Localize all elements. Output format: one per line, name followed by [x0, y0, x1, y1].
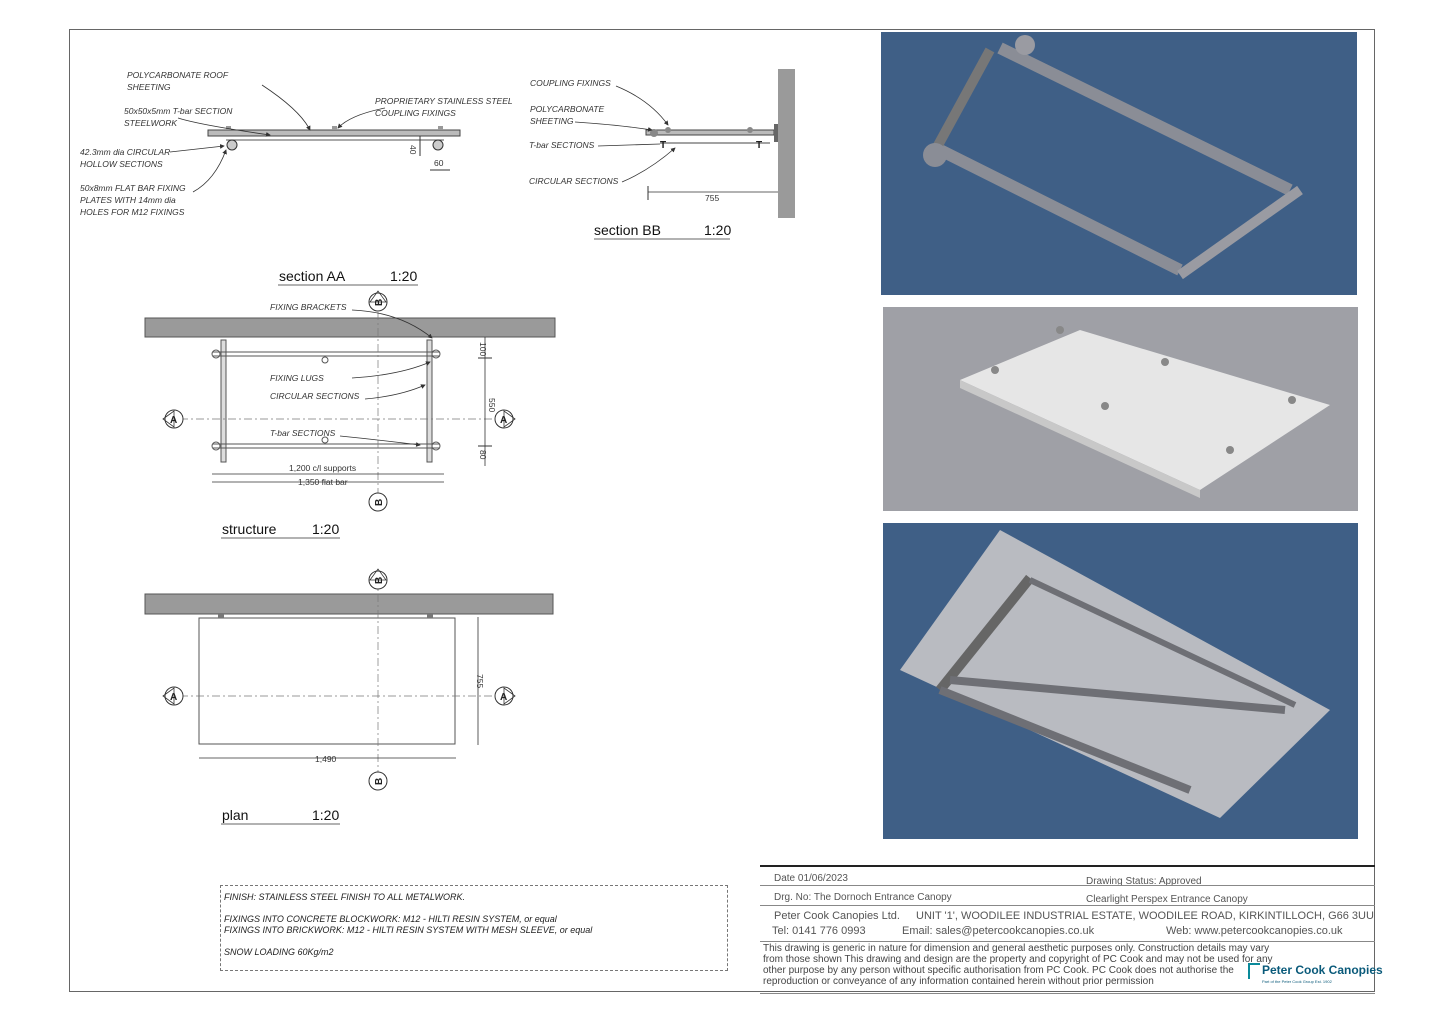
bb-label-9: PLATES WITH 14mm dia: [80, 195, 176, 205]
bb-label-5: COUPLING FIXINGS: [375, 108, 456, 118]
logo-icon: [1248, 963, 1260, 979]
bb-label-1: SHEETING: [127, 82, 171, 92]
side-label-0: COUPLING FIXINGS: [530, 78, 611, 88]
marker-a-right-structure: A: [494, 409, 516, 429]
side-label-1: POLYCARBONATE: [530, 104, 604, 114]
drawing-frame: [69, 29, 1375, 992]
structure-drawing: FIXING BRACKETS FIXING LUGS CIRCULAR SEC…: [144, 296, 556, 539]
logo-text: Peter Cook Canopies: [1262, 963, 1383, 978]
svg-text:B: B: [374, 499, 385, 506]
plan-drawing: 755 1,490 plan 1:20: [144, 578, 554, 825]
structure-dim-80: 80: [478, 450, 488, 460]
render-frame-underside: [881, 32, 1357, 295]
section-bb-scale: 1:20: [704, 222, 731, 238]
structure-dim-1350: 1,350 flat bar: [298, 477, 348, 487]
company-address: UNIT '1', WOODILEE INDUSTRIAL ESTATE, WO…: [916, 910, 1374, 922]
note-line: FIXINGS INTO CONCRETE BLOCKWORK: M12 - H…: [224, 914, 557, 924]
title-block: Date 01/06/2023 Drawing Status: Approved…: [760, 865, 1375, 994]
plan-dim-1490: 1,490: [315, 754, 337, 764]
title-row-date: Date 01/06/2023 Drawing Status: Approved: [760, 865, 1375, 887]
svg-text:A: A: [500, 692, 507, 703]
tbar-symbol-left: T: [660, 140, 666, 151]
side-dim-755: 755: [705, 193, 719, 203]
marker-b-top-structure: B: [368, 290, 388, 312]
svg-text:B: B: [374, 778, 385, 785]
company-logo: Peter Cook Canopies Part of the Peter Co…: [1248, 963, 1383, 984]
structure-scale: 1:20: [312, 521, 339, 537]
note-line: [224, 903, 724, 914]
section-markers: B B A A B B A A: [162, 290, 516, 791]
marker-b-bottom-structure: B: [368, 492, 388, 512]
disclaimer-line: reproduction or conveyance of any inform…: [763, 976, 1154, 987]
marker-b-top-plan: B: [368, 568, 388, 590]
note-line: SNOW LOADING 60Kg/m2: [224, 947, 334, 957]
render-canopy-top: [883, 307, 1358, 511]
marker-a-left-plan: A: [162, 686, 184, 706]
side-label-4: CIRCULAR SECTIONS: [529, 176, 619, 186]
disclaimer-line: This drawing is generic in nature for di…: [763, 943, 1270, 954]
notes-box: FINISH: STAINLESS STEEL FINISH TO ALL ME…: [220, 885, 728, 971]
structure-label-3: T-bar SECTIONS: [270, 428, 336, 438]
disclaimer-line: from those shown This drawing and design…: [763, 954, 1273, 965]
svg-text:B: B: [374, 577, 385, 584]
tbar-symbol-right: T: [756, 140, 762, 151]
bb-label-10: HOLES FOR M12 FIXINGS: [80, 207, 185, 217]
section-bb-drawing: POLYCARBONATE ROOF SHEETING 50x50x5mm T-…: [80, 70, 513, 217]
company-name: Peter Cook Canopies Ltd.: [774, 910, 900, 922]
bb-label-3: STEELWORK: [124, 118, 177, 128]
svg-text:B: B: [374, 299, 385, 306]
bb-label-0: POLYCARBONATE ROOF: [127, 70, 229, 80]
title-row-company: Peter Cook Canopies Ltd. UNIT '1', WOODI…: [760, 905, 1375, 942]
bb-label-8: 50x8mm FLAT BAR FIXING: [80, 183, 186, 193]
section-bb-title: section BB: [594, 222, 661, 238]
structure-dim-100: 100: [478, 342, 488, 356]
drawing-status: Drawing Status: Approved: [1086, 876, 1202, 887]
logo-subtitle: Part of the Peter Cook Group Est. 1902: [1262, 979, 1332, 984]
bb-dim-60: 60: [434, 158, 444, 168]
plan-dim-755: 755: [475, 674, 485, 688]
title-row-disclaimer: This drawing is generic in nature for di…: [760, 941, 1375, 994]
marker-a-right-plan: A: [494, 686, 516, 706]
structure-label-2: CIRCULAR SECTIONS: [270, 391, 360, 401]
svg-text:A: A: [170, 692, 177, 703]
disclaimer-line: other purpose by any person without spec…: [763, 965, 1234, 976]
bb-dim-40: 40: [408, 145, 418, 155]
structure-dim-1200: 1,200 c/l supports: [289, 463, 356, 473]
render-canopy-underside: [883, 523, 1358, 839]
marker-a-left-structure: A: [162, 409, 184, 429]
plan-title: plan: [222, 807, 248, 823]
note-line: [224, 936, 724, 947]
company-web[interactable]: Web: www.petercookcanopies.co.uk: [1166, 925, 1343, 937]
company-email[interactable]: Email: sales@petercookcanopies.co.uk: [902, 925, 1095, 937]
note-line: FINISH: STAINLESS STEEL FINISH TO ALL ME…: [224, 892, 466, 902]
svg-text:A: A: [170, 415, 177, 426]
section-side-drawing: COUPLING FIXINGS POLYCARBONATE SHEETING …: [529, 69, 795, 240]
structure-title: structure: [222, 521, 277, 537]
bb-label-6: 42.3mm dia CIRCULAR: [80, 147, 170, 157]
title-row-drg: Drg. No: The Dornoch Entrance Canopy Cle…: [760, 885, 1375, 906]
section-aa-title: section AA: [279, 268, 346, 284]
note-line: FIXINGS INTO BRICKWORK: M12 - HILTI RESI…: [224, 925, 593, 935]
structure-dim-550: 550: [487, 398, 497, 412]
bb-label-2: 50x50x5mm T-bar SECTION: [124, 106, 233, 116]
drawing-date: Date 01/06/2023: [774, 873, 848, 884]
plan-scale: 1:20: [312, 807, 339, 823]
company-tel: Tel: 0141 776 0993: [772, 925, 866, 937]
bb-label-4: PROPRIETARY STAINLESS STEEL: [375, 96, 513, 106]
bb-label-7: HOLLOW SECTIONS: [80, 159, 163, 169]
product-name: Clearlight Perspex Entrance Canopy: [1086, 894, 1248, 905]
side-label-2: SHEETING: [530, 116, 574, 126]
structure-label-1: FIXING LUGS: [270, 373, 324, 383]
section-aa-scale: 1:20: [390, 268, 417, 284]
marker-b-bottom-plan: B: [368, 771, 388, 791]
svg-text:A: A: [500, 415, 507, 426]
side-label-3: T-bar SECTIONS: [529, 140, 595, 150]
drawing-number: Drg. No: The Dornoch Entrance Canopy: [774, 892, 952, 903]
structure-label-0: FIXING BRACKETS: [270, 302, 347, 312]
